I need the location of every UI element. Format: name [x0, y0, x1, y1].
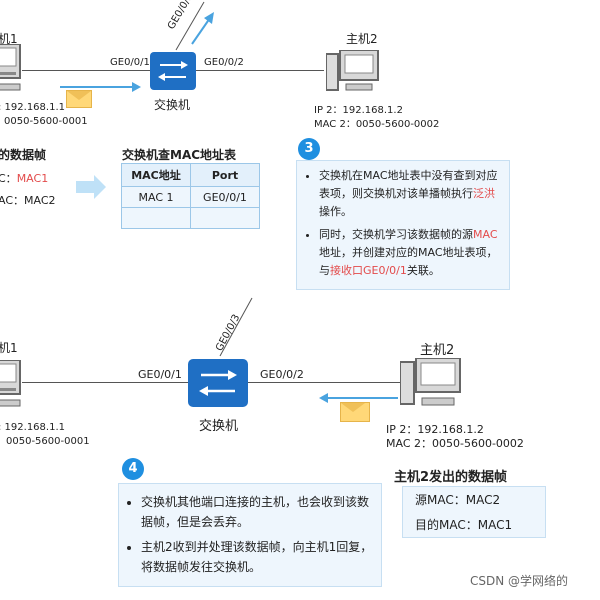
- envelope-icon-bottom: [340, 402, 370, 422]
- host2-mac: MAC 2：0050-5600-0002: [314, 119, 440, 130]
- step-4-bullet-2: 主机2收到并处理该数据帧，向主机1回复，将数据帧发往交换机。: [141, 537, 375, 577]
- host2-pc-icon-bottom: [399, 357, 462, 416]
- frame-src-line: C：MAC1: [0, 170, 48, 186]
- mac-table-header: MAC地址: [121, 163, 191, 187]
- table-row: [121, 207, 260, 229]
- switch-label: 交换机: [154, 98, 191, 112]
- link-switch-host2-bottom: [248, 382, 402, 383]
- table-cell: [190, 207, 260, 229]
- link-switch-ge003-bottom: [212, 296, 262, 362]
- port-ge002-bottom: GE0/0/2: [260, 368, 304, 381]
- step-3-bullet-2: 同时，交换机学习该数据帧的源MAC 地址，并创建对应的MAC地址表项，与接收口GE…: [319, 226, 503, 280]
- host1-mac: 0050-5600-0001: [4, 116, 88, 127]
- frame-title: 的数据帧: [0, 148, 47, 162]
- table-cell: GE0/0/1: [190, 186, 260, 208]
- frame-dst-bottom: 目的MAC：MAC1: [415, 518, 513, 532]
- host2-ip-bottom: IP 2：192.168.1.2: [386, 423, 484, 436]
- host1-pc-icon: [0, 43, 22, 98]
- frame-direction-arrow: [60, 86, 132, 88]
- link-host1-switch-bottom: [22, 382, 188, 383]
- link-switch-host2: [196, 70, 324, 71]
- highlight-text: 接收口GE0/0/1: [330, 264, 407, 277]
- envelope-icon: [66, 90, 92, 108]
- host1-name-bottom: 机1: [0, 341, 18, 355]
- frame-direction-arrowhead-bottom: [319, 393, 328, 403]
- host1-mac-bottom: 0050-5600-0001: [6, 436, 90, 447]
- bullet-text: 操作。: [319, 205, 352, 218]
- step-3-list: 交换机在MAC地址表中没有查到对应表项，则交换机对该单播帧执行泛洪操作。 同时，…: [301, 167, 503, 280]
- table-row: MAC 1 GE0/0/1: [121, 186, 260, 208]
- watermark: CSDN @学网络的: [470, 574, 569, 588]
- step-4-badge: 4: [122, 458, 144, 480]
- switch-icon: [150, 52, 196, 94]
- frame-direction-arrowhead: [132, 82, 141, 92]
- step-3-badge: 3: [298, 138, 320, 160]
- host1-ip: : 192.168.1.1: [0, 102, 65, 113]
- chevron-right-icon: [76, 175, 106, 203]
- bullet-text: 同时，交换机学习该数据帧的源: [319, 228, 473, 241]
- mac-table-wrap: MAC地址 Port MAC 1 GE0/0/1: [121, 163, 260, 229]
- frame-title-bottom: 主机2发出的数据帧: [394, 470, 508, 485]
- frame-src-value: MAC1: [16, 172, 49, 185]
- step-4-bullet-1: 交换机其他端口连接的主机，也会收到该数据帧，但是会丢弃。: [141, 492, 375, 532]
- bullet-text: 交换机在MAC地址表中没有查到对应表项，则交换机对该单播帧执行: [319, 169, 498, 200]
- host2-mac-bottom: MAC 2：0050-5600-0002: [386, 437, 524, 450]
- mac-table-header: Port: [190, 163, 260, 187]
- step-4-list: 交换机其他端口连接的主机，也会收到该数据帧，但是会丢弃。 主机2收到并处理该数据…: [123, 492, 375, 577]
- host1-pc-icon-bottom: [0, 359, 22, 414]
- frame-src-label: C：: [0, 172, 17, 185]
- port-ge002: GE0/0/2: [204, 57, 244, 68]
- table-cell: MAC 1: [121, 186, 191, 208]
- bullet-text: 地址，并创建对应的MAC地址表项，与: [319, 246, 498, 277]
- link-host1-switch: [22, 70, 150, 71]
- host1-ip-bottom: : 192.168.1.1: [0, 422, 65, 433]
- switch-icon-bottom: [188, 359, 248, 411]
- frame-src-bottom: 源MAC：MAC2: [415, 493, 501, 507]
- mac-address-table: MAC地址 Port MAC 1 GE0/0/1: [121, 163, 260, 229]
- host1-name: 机1: [0, 32, 18, 46]
- host2-ip: IP 2：192.168.1.2: [314, 105, 403, 116]
- highlight-text: MAC: [473, 228, 498, 241]
- host2-pc-icon: [325, 49, 380, 100]
- frame-box-bottom: 源MAC：MAC2 目的MAC：MAC1: [402, 486, 546, 538]
- table-cell: [121, 207, 191, 229]
- bullet-text: 关联。: [406, 264, 440, 277]
- frame-dst-line: AC：MAC2: [0, 194, 56, 207]
- port-ge001: GE0/0/1: [110, 57, 150, 68]
- flood-arrow-icon: [188, 12, 218, 52]
- switch-label-bottom: 交换机: [199, 419, 239, 434]
- step-3-box: 交换机在MAC地址表中没有查到对应表项，则交换机对该单播帧执行泛洪操作。 同时，…: [296, 160, 510, 290]
- step-3-bullet-1: 交换机在MAC地址表中没有查到对应表项，则交换机对该单播帧执行泛洪操作。: [319, 167, 503, 221]
- step-4-box: 交换机其他端口连接的主机，也会收到该数据帧，但是会丢弃。 主机2收到并处理该数据…: [118, 483, 382, 587]
- mac-table-title: 交换机查MAC地址表: [122, 148, 237, 162]
- frame-direction-arrow-bottom: [328, 397, 398, 399]
- highlight-text: 泛洪: [473, 187, 495, 200]
- host2-name: 主机2: [346, 32, 378, 46]
- host2-name-bottom: 主机2: [420, 343, 455, 358]
- link-switch-ge003: [168, 0, 218, 56]
- port-ge001-bottom: GE0/0/1: [138, 368, 182, 381]
